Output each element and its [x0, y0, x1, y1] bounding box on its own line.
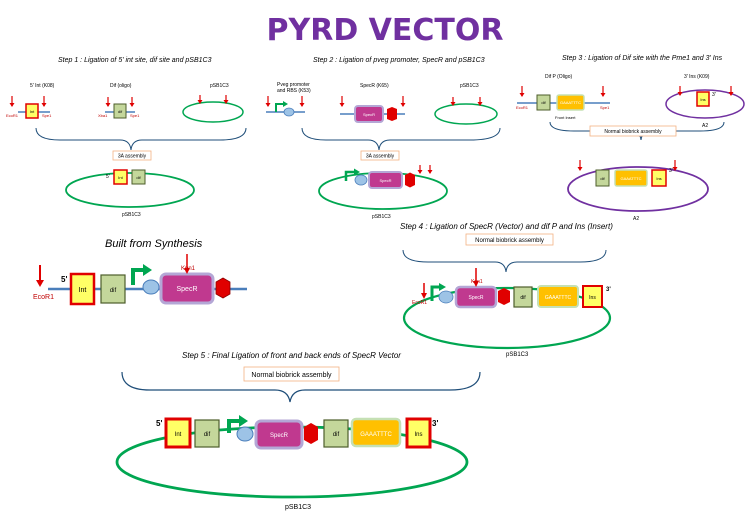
five-prime-label: 5'	[106, 174, 110, 180]
three-prime-label: 3'	[432, 419, 438, 428]
ins-label: Ins	[589, 295, 596, 301]
a2-label: A2	[702, 123, 708, 129]
spe1-label: Spe1	[42, 113, 52, 118]
int-label: Int	[79, 287, 87, 294]
step2-specr-fragment: SpecR	[339, 96, 406, 123]
dif-label: dif	[600, 176, 605, 181]
dif-label: dif	[333, 432, 340, 438]
sequence-label: GAAATTTC	[545, 295, 572, 301]
step2-psb1c3-plasmid	[434, 103, 498, 125]
label-psb1c3: pSB1C3	[460, 83, 479, 89]
three-prime-label: 3'	[712, 92, 716, 98]
int-label: Int	[30, 109, 35, 114]
step5-heading: Step 5 : Final Ligation of front and bac…	[182, 351, 401, 360]
step1-dif-fragment: dif Xba1 Spe1	[98, 97, 140, 119]
ecor1-label: EcoR1	[516, 105, 529, 110]
dif-label: dif	[541, 100, 546, 105]
page-title: PYRD VECTOR	[267, 13, 504, 48]
spe1-label: Spe1	[130, 113, 140, 118]
step1-result-plasmid: Int dif 5'	[65, 169, 195, 208]
five-prime-label: 5'	[61, 275, 67, 284]
step5-brace	[121, 371, 481, 403]
label-5int-k08: 5' Int (K08)	[30, 83, 55, 89]
dif-label: dif	[520, 295, 526, 301]
normal-biobrick-label: Normal biobrick assembly	[604, 129, 662, 135]
step3-difp-fragment: dif GAAATTTC EcoR1 Spe1	[516, 86, 610, 111]
ecor1-label: EcoR1	[412, 300, 427, 306]
label-specr-k65: SpecR (K65)	[360, 83, 389, 89]
step3-heading: Step 3 : Ligation of Dif site with the P…	[562, 55, 723, 62]
label-psb1c3: pSB1C3	[122, 212, 141, 218]
five-prime-label: 5'	[156, 419, 162, 428]
label-psb1c3: pSB1C3	[285, 504, 311, 511]
step1-psb1c3-plasmid	[182, 95, 244, 123]
specr-label: SpecR	[468, 295, 483, 301]
step4-result-plasmid: EcoR1 SpecR Kpn1 dif GAAATTTC Ins 3'	[402, 268, 611, 350]
kpn1-label: Kpn1	[181, 266, 196, 272]
int-label: Int	[118, 175, 123, 180]
label-ins-k09: 3' Ins (K09)	[684, 74, 710, 80]
label-psb1c3: pSB1C3	[506, 352, 529, 358]
step1-heading: Step 1 : Ligation of 5' int site, dif si…	[58, 57, 212, 64]
dif-label: dif	[118, 109, 123, 114]
step3-result-plasmid: dif GAAATTTC Ins 3'	[567, 160, 709, 212]
dif-label: dif	[204, 432, 211, 438]
specr-label: SpecR	[176, 286, 197, 293]
normal-biobrick-label: Normal biobrick assembly	[251, 372, 332, 379]
xba1-label: Xba1	[98, 113, 108, 118]
step3-ins-plasmid: Ins 3'	[665, 86, 745, 119]
assembly-3a-label: 3A assembly	[366, 154, 395, 160]
specr-label: SpecR	[270, 433, 289, 439]
step1-brace	[35, 127, 247, 151]
synthesis-heading: Built from Synthesis	[105, 238, 203, 250]
ecor1-label: EcoR1	[6, 113, 19, 118]
specr-label: SpecR	[379, 178, 391, 183]
step5-final-plasmid: 5' Int dif SpecR dif GAAATTTC Ins 3'	[115, 415, 469, 499]
dif-label: dif	[110, 288, 117, 294]
pveg-line: Pveg promoter	[277, 82, 310, 88]
label-difp-oligo: Dif P (Oligo)	[545, 74, 572, 80]
spe1-label: Spe1	[600, 105, 610, 110]
sequence-label: GAAATTTC	[620, 176, 641, 181]
ins-label: Ins	[414, 432, 422, 438]
ins-label: Ins	[656, 176, 661, 181]
sequence-label: GAAATTTC	[360, 432, 392, 438]
three-prime-label: 3'	[669, 168, 673, 174]
step1-pveg-fragment	[265, 96, 305, 117]
synthesis-construct: EcoR1 5' Int dif SpecR Kpn1	[33, 254, 247, 306]
normal-biobrick-label: Normal biobrick assembly	[475, 238, 544, 244]
step1-int-fragment: Int EcoR1 Spe1	[6, 96, 52, 119]
step2-brace	[301, 127, 501, 151]
three-prime-label: 3'	[606, 287, 611, 293]
label-psb1c3: pSB1C3	[372, 214, 391, 220]
kpn1-label: Kpn1	[471, 279, 483, 285]
step2-result-plasmid: SpecR	[318, 165, 448, 210]
specr-label: SpecR	[363, 112, 375, 117]
step3-brace	[549, 121, 725, 141]
ecor1-label: EcoR1	[33, 294, 54, 301]
assembly-3a-label: 3A assembly	[118, 154, 147, 160]
step4-brace	[402, 249, 607, 273]
step4-heading: Step 4 : Ligation of SpecR (Vector) and …	[400, 222, 613, 231]
dif-label: dif	[136, 175, 141, 180]
front-insert-label: Front Insert	[555, 115, 576, 120]
a2-label: A2	[633, 216, 639, 222]
label-dif-oligo: Dif (oligo)	[110, 83, 132, 89]
step2-heading: Step 2 : Ligation of pveg promoter, Spec…	[313, 57, 485, 64]
sequence-label: GAAATTTC	[560, 100, 581, 105]
label-psb1c3: pSB1C3	[210, 83, 229, 89]
ins-label: Ins	[700, 97, 705, 102]
int-label: Int	[175, 432, 182, 438]
